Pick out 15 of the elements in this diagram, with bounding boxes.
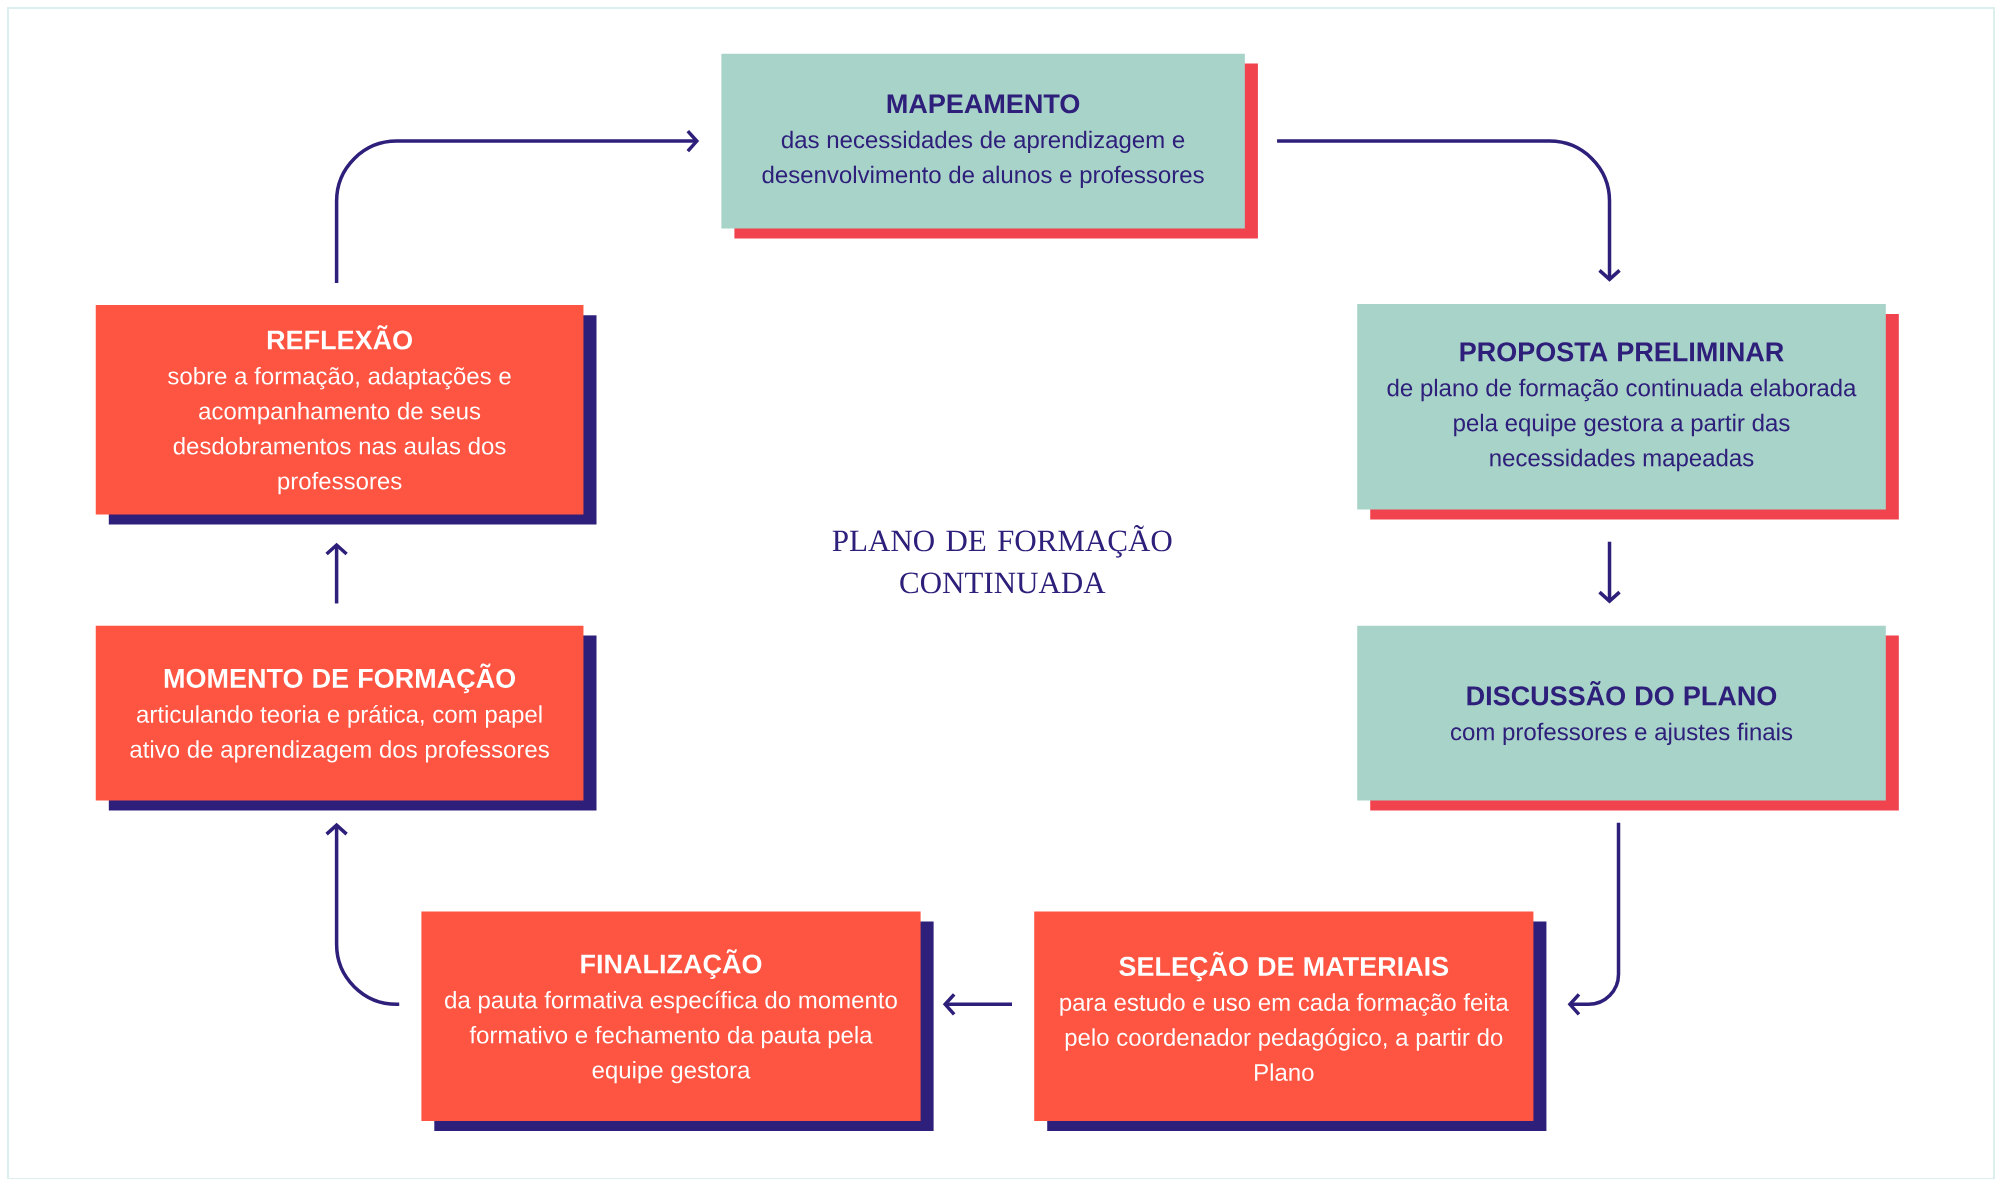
arrow [1598, 541, 1621, 604]
arrow [942, 993, 1012, 1016]
arrow [1567, 822, 1621, 1016]
arrow [334, 129, 700, 283]
center-title: PLANO DE FORMAÇÃO CONTINUADA [832, 525, 1172, 594]
arrow [325, 542, 348, 604]
arrow [1277, 139, 1621, 282]
process-box: MAPEAMENTO das necessidades de aprendizagem e desenvolvimento de alunos e professores [721, 53, 1258, 239]
process-box: MOMENTO DE FORMAÇÃO articulando teoria e prática, com papel ativo de aprendizagem dos professores [95, 625, 597, 811]
process-box: FINALIZAÇÃO da pauta formativa específica do momento formativo e fechamento da pauta pela equipe gestora [421, 911, 934, 1131]
process-box: REFLEXÃO sobre a formação, adaptações e acompanhamento de seus desdobramentos nas aulas dos professores [95, 305, 597, 525]
process-box: PROPOSTA PRELIMINAR de plano de formação continuada elaborada pela equipe gestora a partir das necessidades mapeadas [1357, 303, 1899, 520]
process-box: DISCUSSÃO DO PLANO com professores e ajustes finais [1357, 625, 1899, 811]
arrow [325, 822, 400, 1007]
process-box: SELEÇÃO DE MATERIAIS para estudo e uso em cada formação feita pelo coordenador pedagógico, a partir do Plano [1034, 911, 1547, 1131]
